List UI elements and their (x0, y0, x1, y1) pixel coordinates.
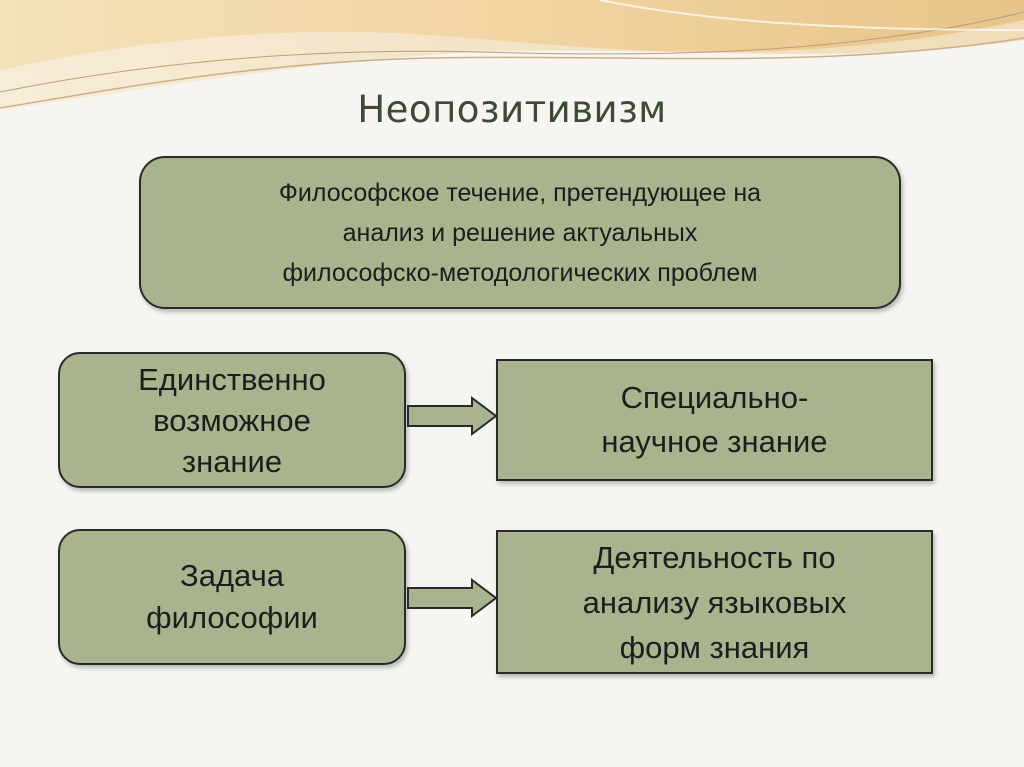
definition-box: Философское течение, претендующее на ана… (139, 156, 901, 309)
slide-title: Неопозитивизм (357, 88, 667, 131)
box-label: Задача философии (146, 558, 318, 635)
right-arrow-icon (407, 578, 498, 618)
box-label: Деятельность по анализу языковых форм зн… (582, 539, 847, 665)
box-label: Единственно возможное знание (138, 361, 326, 479)
right-arrow-icon (407, 396, 498, 436)
philosophy-task-box: Задача философии (58, 529, 406, 665)
special-scientific-knowledge-box: Специально- научное знание (496, 359, 933, 481)
language-analysis-activity-box: Деятельность по анализу языковых форм зн… (496, 530, 933, 674)
definition-text: Философское течение, претендующее на ана… (278, 178, 762, 287)
box-label: Специально- научное знание (601, 380, 828, 459)
only-possible-knowledge-box: Единственно возможное знание (58, 352, 406, 488)
decorative-wave-banner (0, 0, 1024, 110)
